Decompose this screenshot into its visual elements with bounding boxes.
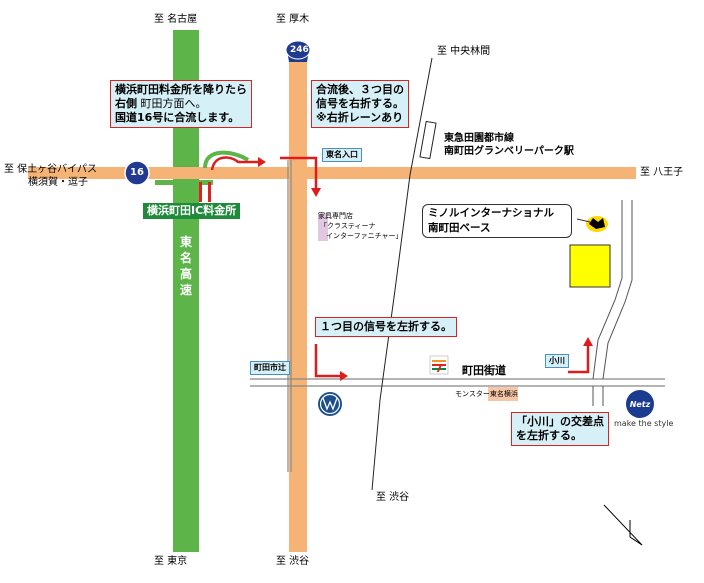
arrow-heads <box>258 157 593 381</box>
instruction-note-3: １つ目の信号を左折する。 <box>315 317 457 337</box>
instruction-note-2: 合流後、３つ目の 信号を右折する。 ※右折レーンあり <box>311 80 409 128</box>
tomei-label-text: 東名高速 <box>179 235 192 297</box>
furniture-shop-name-1: 「クラスティーナ <box>320 222 376 230</box>
route-16-number: 16 <box>130 167 144 178</box>
route-246-number: 246 <box>290 45 309 55</box>
route-246-shield <box>285 40 311 62</box>
note4-line2: を左折する。 <box>516 429 582 442</box>
note2-line1: 合流後、３つ目の <box>316 83 404 96</box>
station-marker <box>419 120 437 160</box>
machida-kaido-road <box>250 378 665 387</box>
netz-logo: Netz <box>626 390 654 418</box>
railway-station-name: 南町田グランベリーパーク駅 <box>444 146 574 157</box>
label-to-chuorinkan: 至 中央林間 <box>437 46 491 57</box>
destination-building <box>569 244 611 288</box>
toll-gate-ramps <box>155 150 250 202</box>
label-to-tokyo: 至 東京 <box>154 556 188 567</box>
monster-block <box>488 387 518 401</box>
route-246-road <box>289 62 307 552</box>
furniture-shop-type: 家具専門店 <box>318 212 353 220</box>
furniture-shop-name-2: インターファニチャー」 <box>326 232 403 240</box>
destination-company: ミノルインターナショナル <box>428 207 554 219</box>
seven-eleven-logo: 7 <box>429 355 449 375</box>
note2-line2: 信号を右折する。 <box>316 97 404 110</box>
route-16-road <box>28 167 636 179</box>
ogawa-road <box>592 200 633 406</box>
bubble-pointer <box>576 218 591 223</box>
label-to-nagoya: 至 名古屋 <box>154 14 198 25</box>
toll-gate-label: 横浜町田IC料金所 <box>143 203 241 219</box>
machida-ichitsuji-label: 町田市辻 <box>250 361 290 375</box>
label-to-shibuya-bottom: 至 渋谷 <box>276 556 310 567</box>
label-to-hodogaya: 至 保土ヶ谷バイパス <box>4 164 97 175</box>
label-to-hachioji: 至 八王子 <box>640 167 684 178</box>
note1-right-side: 右側 <box>115 97 137 110</box>
machida-kaido-label: 町田街道 <box>462 364 506 377</box>
route-arrows <box>210 156 590 378</box>
destination-bubble: ミノルインターナショナル 南町田ベース <box>422 204 572 238</box>
instruction-note-1: 横浜町田料金所を降りたら 右側 町田方面へ。 国道16号に合流します。 <box>110 80 252 128</box>
note1-line3: 国道16号に合流します。 <box>115 111 240 124</box>
make-the-style-label: make the style <box>614 419 674 428</box>
route-16-shield <box>124 160 150 186</box>
tomei-entrance-label: 東名入口 <box>322 148 362 162</box>
note1-line2: 右側 町田方面へ。 <box>115 97 247 111</box>
vw-logo <box>318 392 342 416</box>
label-yokosuka-zushi: 横須賀・逗子 <box>28 177 88 188</box>
tokyu-railway <box>371 57 433 491</box>
north-arrow <box>603 504 643 546</box>
svg-text:Netz: Netz <box>630 400 651 409</box>
instruction-note-4: 「小川」の交差点 を左折する。 <box>511 412 609 446</box>
ogawa-label: 小川 <box>545 354 569 368</box>
note4-line1: 「小川」の交差点 <box>516 415 604 428</box>
railway-line-name: 東急田園都市線 <box>444 133 514 144</box>
label-to-shibuya-mid: 至 渋谷 <box>376 492 410 503</box>
note2-line3: ※右折レーンあり <box>316 111 404 124</box>
tomei-label: 東名高速 <box>179 234 193 298</box>
side-road <box>287 160 292 472</box>
label-to-atsugi: 至 厚木 <box>276 14 310 25</box>
furniture-shop-block <box>318 213 328 241</box>
svg-text:7: 7 <box>435 362 443 375</box>
note1-line1: 横浜町田料金所を降りたら <box>115 83 247 96</box>
destination-base: 南町田ベース <box>428 222 491 234</box>
yamato-logo <box>586 216 608 232</box>
monster-label: モンスター東名横浜 <box>455 390 518 398</box>
note1-machida-direction: 町田方面へ。 <box>137 97 207 110</box>
